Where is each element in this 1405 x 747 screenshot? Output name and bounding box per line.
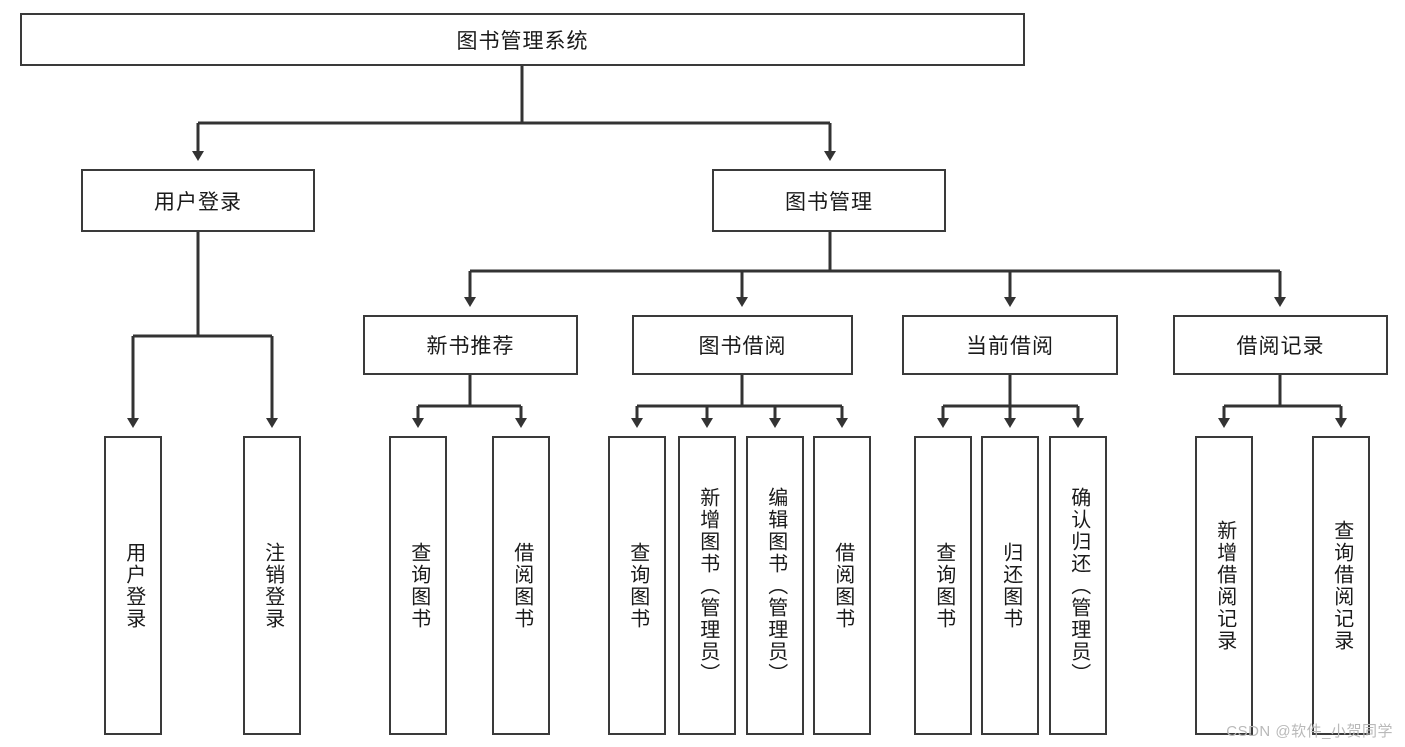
leaf-user-login-1[interactable]: 用户登录: [104, 436, 162, 735]
node-borrow-record[interactable]: 借阅记录: [1173, 315, 1388, 375]
node-book-borrow-label: 图书借阅: [698, 335, 787, 358]
leaf-current-borrow-2-label: 归还图书: [999, 541, 1022, 630]
leaf-user-login-2-label: 注销登录: [261, 541, 284, 630]
leaf-current-borrow-3[interactable]: 确认归还（管理员）: [1049, 436, 1107, 735]
leaf-book-borrow-1-label: 查询图书: [626, 541, 649, 630]
leaf-borrow-record-2[interactable]: 查询借阅记录: [1312, 436, 1370, 735]
leaf-book-borrow-2[interactable]: 新增图书（管理员）: [678, 436, 736, 735]
leaf-book-borrow-3-label: 编辑图书（管理员）: [764, 486, 787, 685]
leaf-new-book-2[interactable]: 借阅图书: [492, 436, 550, 735]
node-current-borrow-label: 当前借阅: [966, 335, 1054, 358]
leaf-book-borrow-2-label: 新增图书（管理员）: [696, 486, 719, 685]
leaf-current-borrow-1[interactable]: 查询图书: [914, 436, 972, 735]
node-user-login[interactable]: 用户登录: [81, 169, 315, 232]
leaf-current-borrow-3-label: 确认归还（管理员）: [1067, 486, 1090, 685]
node-book-manage[interactable]: 图书管理: [712, 169, 946, 232]
node-user-login-label: 用户登录: [154, 190, 242, 214]
leaf-book-borrow-3[interactable]: 编辑图书（管理员）: [746, 436, 804, 735]
leaf-borrow-record-1[interactable]: 新增借阅记录: [1195, 436, 1253, 735]
leaf-user-login-1-label: 用户登录: [122, 541, 145, 630]
node-book-borrow[interactable]: 图书借阅: [632, 315, 853, 375]
leaf-book-borrow-4-label: 借阅图书: [831, 541, 854, 630]
leaf-current-borrow-1-label: 查询图书: [932, 541, 955, 630]
leaf-book-borrow-1[interactable]: 查询图书: [608, 436, 666, 735]
leaf-new-book-1-label: 查询图书: [407, 541, 430, 630]
leaf-user-login-2[interactable]: 注销登录: [243, 436, 301, 735]
node-new-book-recommend-label: 新书推荐: [426, 335, 515, 358]
watermark-text: CSDN @软件_小贺同学: [1226, 723, 1393, 740]
leaf-new-book-1[interactable]: 查询图书: [389, 436, 447, 735]
leaf-current-borrow-2[interactable]: 归还图书: [981, 436, 1039, 735]
node-new-book-recommend[interactable]: 新书推荐: [363, 315, 578, 375]
node-borrow-record-label: 借阅记录: [1236, 335, 1325, 358]
node-current-borrow[interactable]: 当前借阅: [902, 315, 1118, 375]
node-root-label: 图书管理系统: [456, 29, 589, 53]
node-root[interactable]: 图书管理系统: [20, 13, 1025, 66]
node-book-manage-label: 图书管理: [785, 190, 873, 214]
leaf-new-book-2-label: 借阅图书: [510, 541, 533, 630]
leaf-book-borrow-4[interactable]: 借阅图书: [813, 436, 871, 735]
leaf-borrow-record-1-label: 新增借阅记录: [1213, 519, 1236, 652]
leaf-borrow-record-2-label: 查询借阅记录: [1330, 519, 1353, 652]
